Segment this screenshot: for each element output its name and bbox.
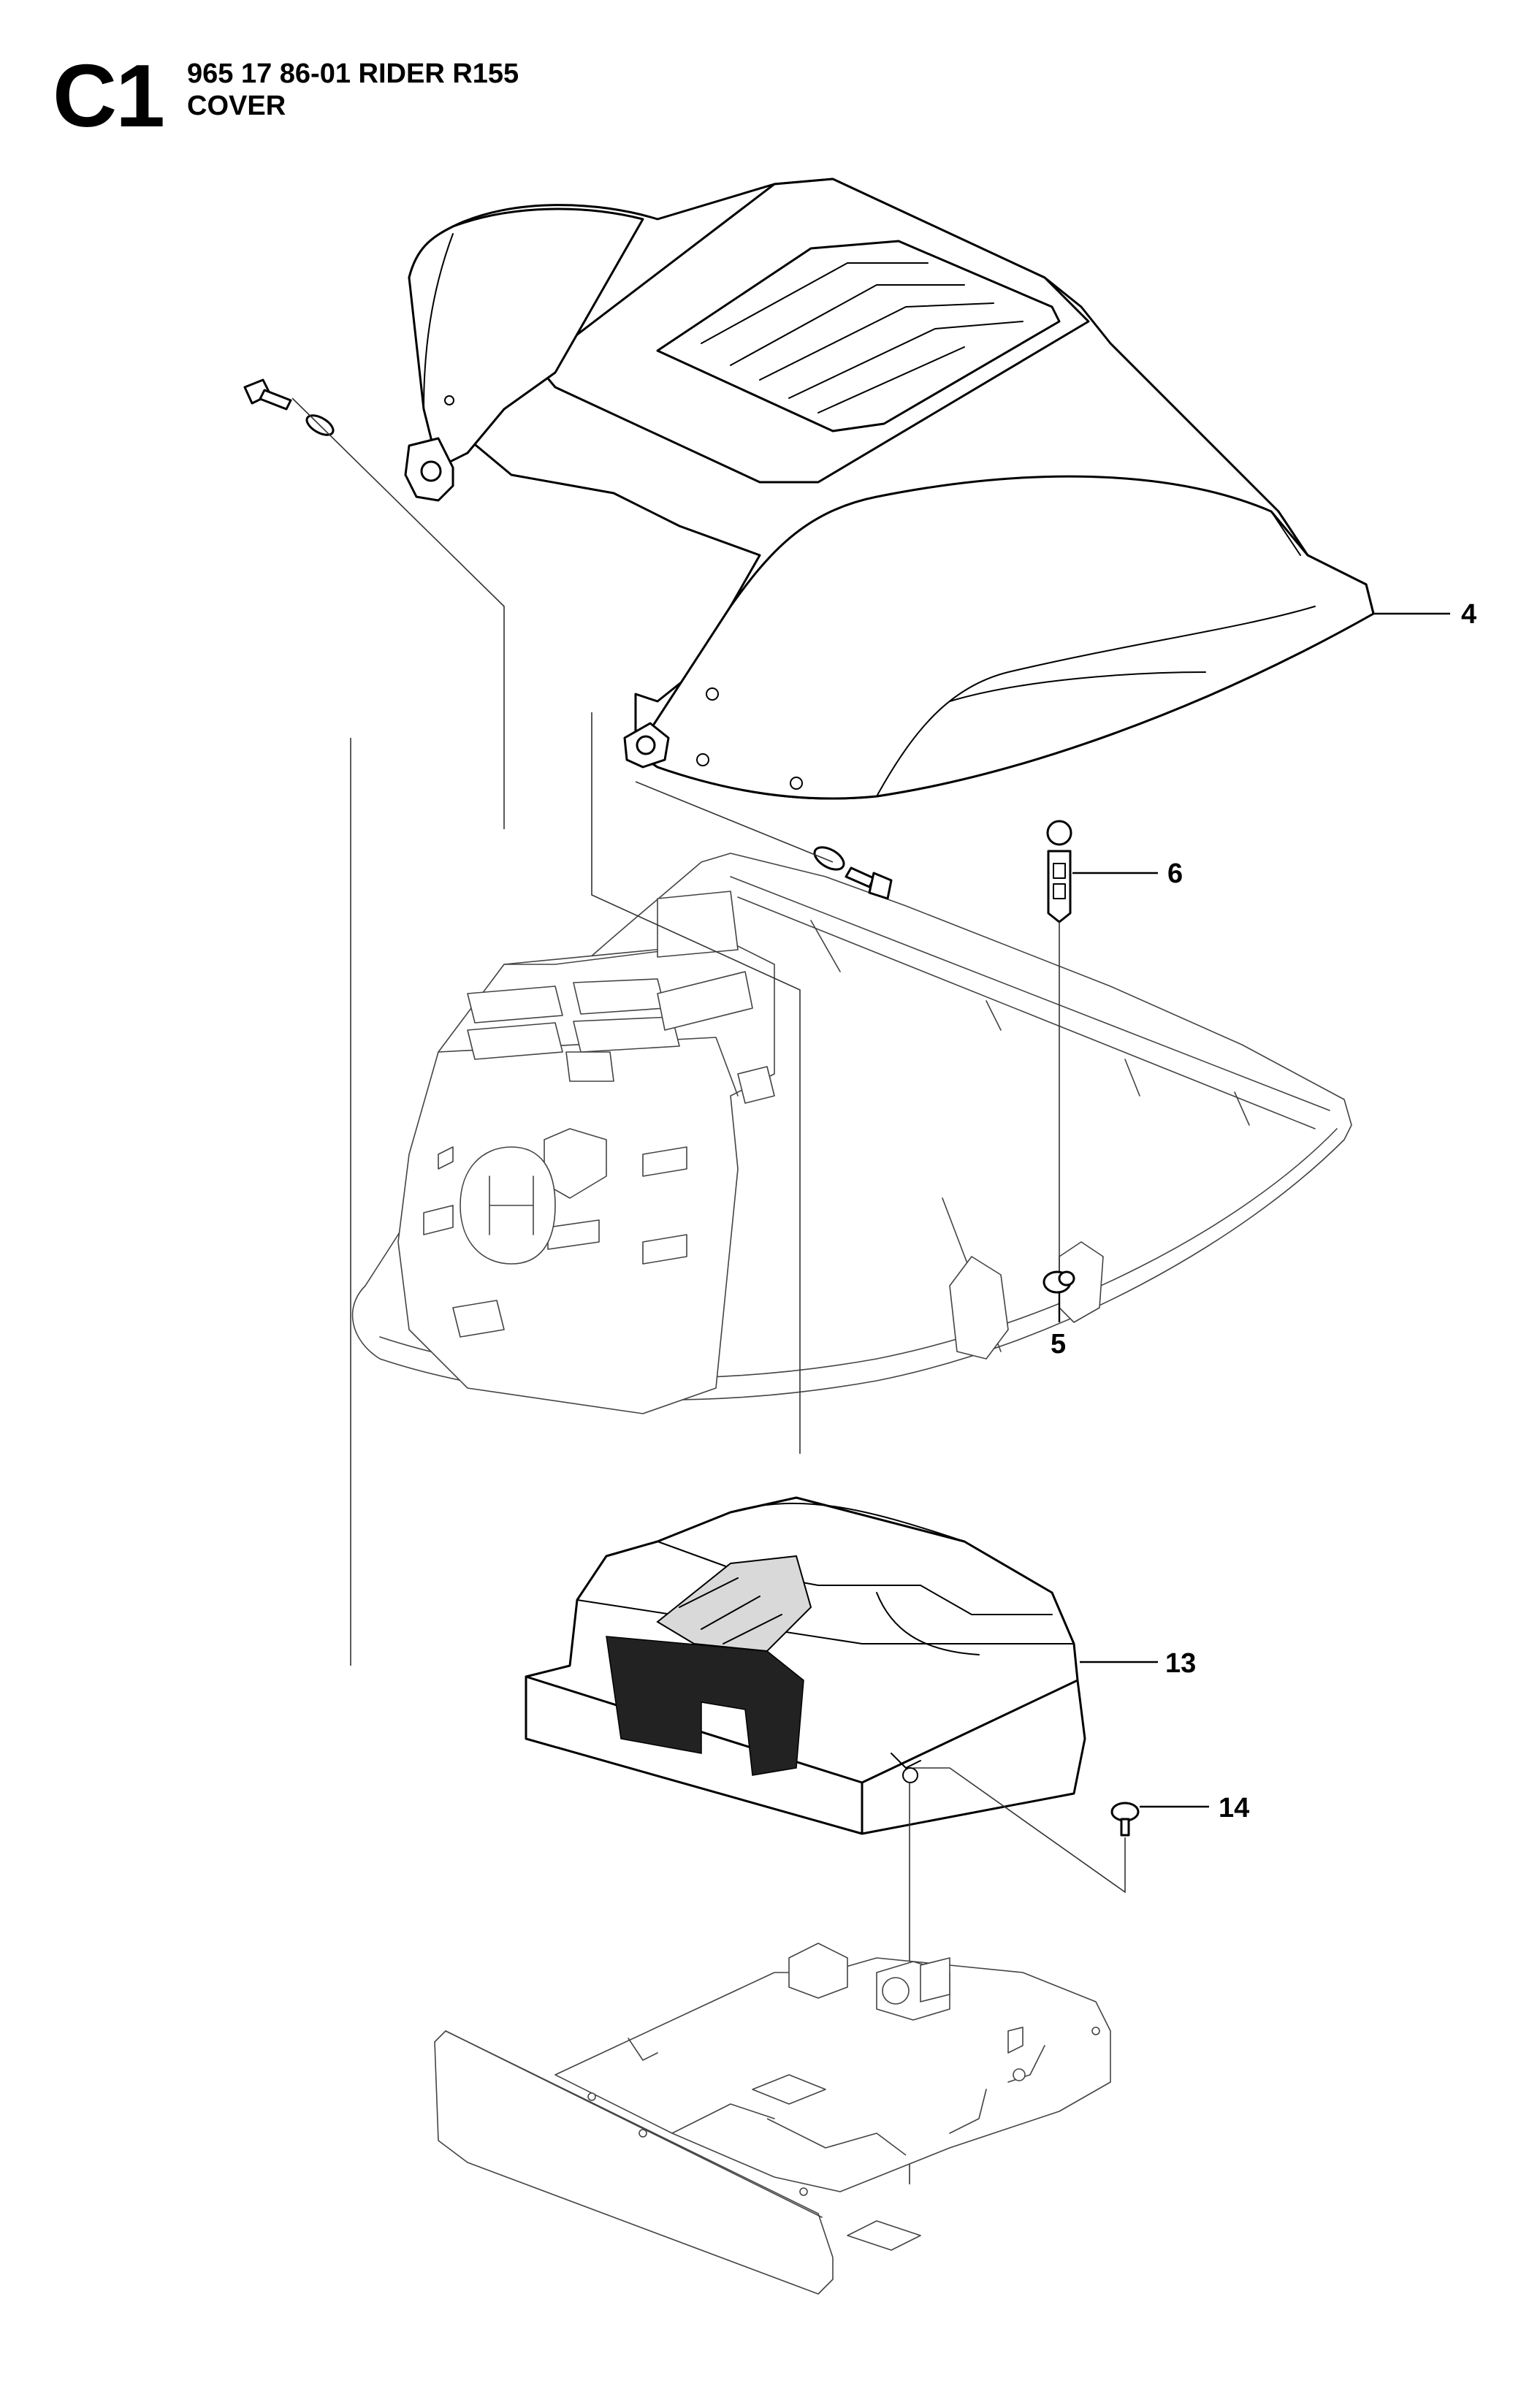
callout-5: 5	[1051, 1293, 1066, 1360]
diagram-subtitle: COVER	[187, 91, 286, 121]
callout-label-5: 5	[1051, 1329, 1066, 1360]
callout-label-6: 6	[1167, 858, 1183, 889]
callout-label-14: 14	[1219, 1793, 1249, 1823]
front-grille-ghost	[397, 891, 775, 1414]
assembly-guides-hood	[291, 397, 834, 1666]
seat-cover-part-13	[525, 1496, 1086, 1835]
screw-part-14	[1110, 1802, 1140, 1837]
diagram-title: 965 17 86-01 RIDER R155	[187, 58, 519, 89]
hood-strap-part-6	[1046, 820, 1072, 1271]
engine-hood-part-4	[404, 178, 1375, 800]
callout-14: 14	[1140, 1793, 1249, 1823]
callout-label-13: 13	[1165, 1648, 1196, 1679]
callout-13: 13	[1080, 1648, 1196, 1679]
section-code: C1	[53, 46, 165, 145]
callout-label-4: 4	[1461, 599, 1476, 630]
lower-chassis-ghost	[434, 1943, 1111, 2295]
callout-4: 4	[1373, 599, 1476, 630]
strap-button-part-5	[1042, 1270, 1075, 1294]
hood-bolt-left	[243, 378, 335, 436]
callout-6: 6	[1072, 858, 1183, 889]
hood-bolt-right	[813, 846, 893, 900]
